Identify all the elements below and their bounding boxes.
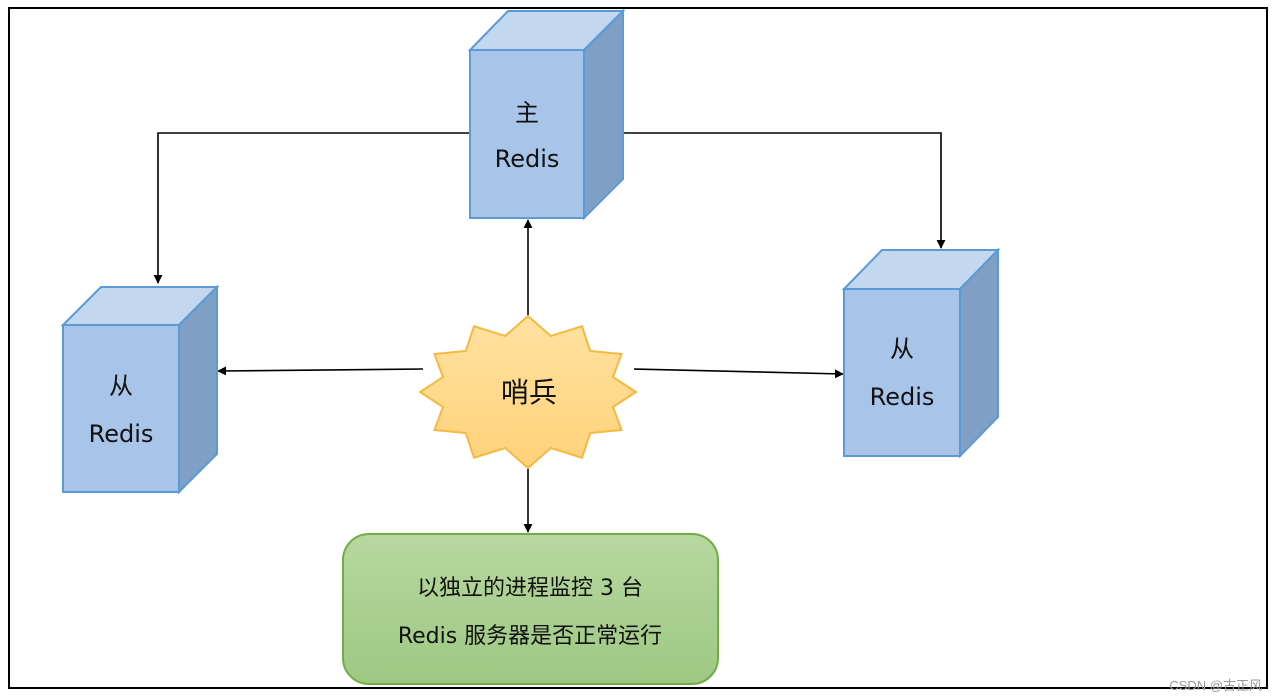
left-slave-label-line2: Redis [89, 420, 154, 448]
cube-front-face [469, 49, 585, 219]
cube-front-face [843, 288, 961, 457]
sentinel-burst-shape [418, 314, 638, 470]
right-slave-label-line2: Redis [870, 383, 935, 411]
sentinel-to-right-slave-arrow [633, 368, 844, 379]
note-line1: 以独立的进程监控 3 台 [417, 576, 643, 601]
master-redis-cube: 主 Redis [467, 8, 626, 221]
sentinel-description-note: 以独立的进程监控 3 台 Redis 服务器是否正常运行 [342, 533, 719, 685]
left-slave-label-line1: 从 [109, 372, 133, 400]
master-label-line2: Redis [495, 145, 560, 173]
right-slave-redis-cube: 从 Redis [841, 247, 1001, 459]
master-label-line1: 主 [515, 99, 539, 127]
connectors [153, 132, 946, 533]
cube-front-face [62, 324, 180, 493]
csdn-watermark: CSDN @古正风 [1169, 678, 1262, 693]
diagram-frame [8, 7, 1268, 689]
note-line2: Redis 服务器是否正常运行 [398, 624, 662, 649]
sentinel-label: 哨兵 [501, 376, 557, 409]
sentinel-to-left-slave-arrow [217, 366, 424, 376]
sentinel-node: 哨兵 [418, 314, 638, 470]
right-slave-label-line1: 从 [890, 335, 914, 363]
master-to-left-slave-arrow [153, 132, 470, 284]
master-to-right-slave-arrow [584, 132, 946, 249]
left-slave-redis-cube: 从 Redis [60, 284, 220, 495]
note-box [342, 533, 719, 685]
